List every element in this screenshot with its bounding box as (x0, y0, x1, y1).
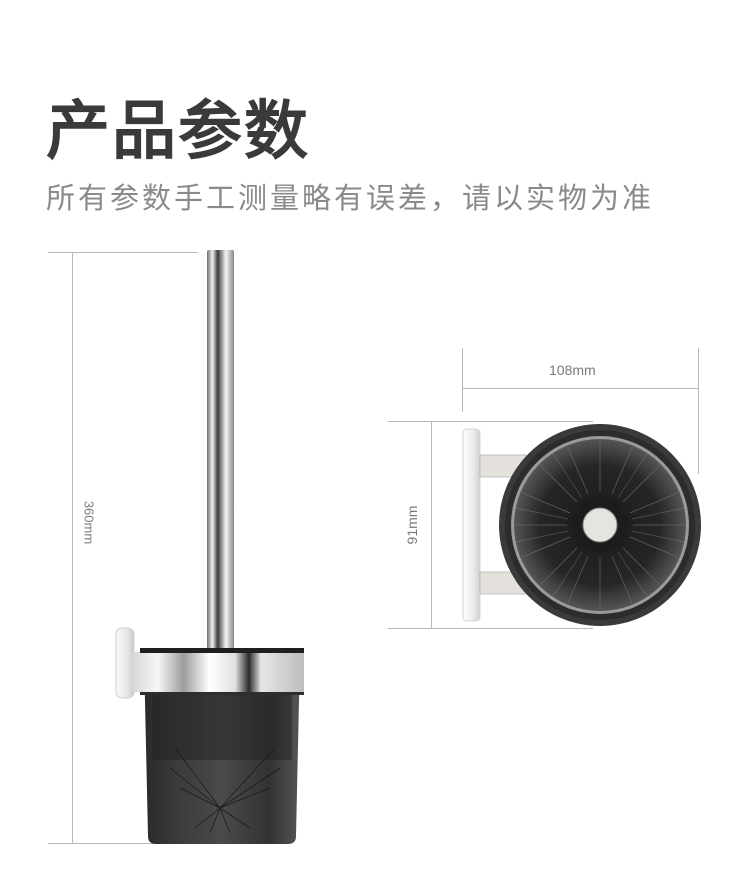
page-title: 产品参数 (46, 95, 310, 169)
page-subtitle: 所有参数手工测量略有误差，请以实物为准 (46, 181, 655, 215)
front-height-label: 360mm (81, 500, 97, 545)
front-dim-top-line (48, 252, 198, 253)
top-dim-horizontal-line (462, 388, 699, 389)
top-width-label: 108mm (549, 362, 596, 378)
front-dim-bottom-line (48, 843, 158, 844)
side-dim-top-line (388, 421, 593, 422)
top-view-product (462, 424, 701, 626)
top-height-label: 91mm (404, 505, 420, 545)
front-view-product (115, 250, 304, 844)
front-dim-vertical-line (72, 252, 73, 844)
side-dim-bottom-line (388, 628, 593, 629)
side-dim-vertical-line (431, 421, 432, 629)
top-dim-left-tick (462, 348, 463, 412)
top-dim-right-tick (698, 348, 699, 474)
